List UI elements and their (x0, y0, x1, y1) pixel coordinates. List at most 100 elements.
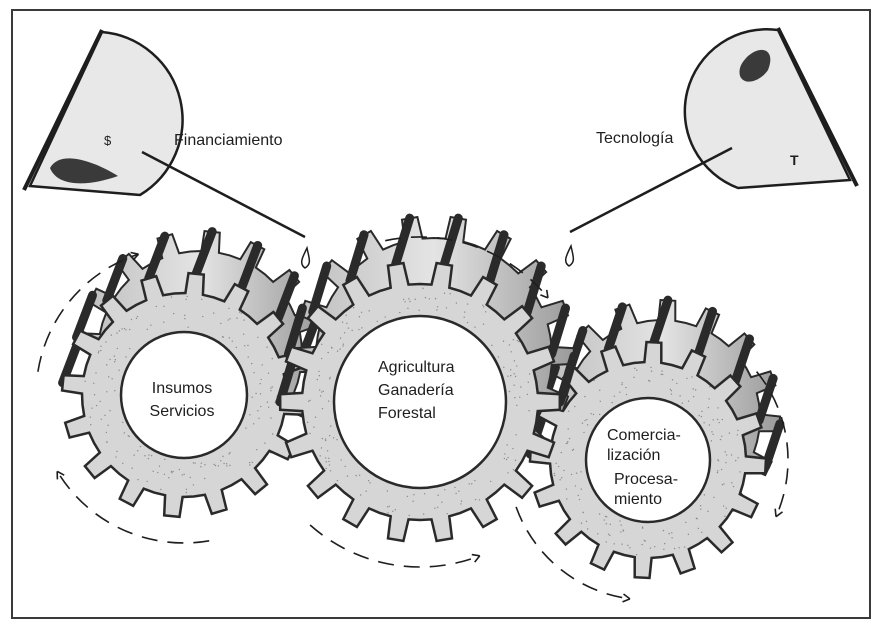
gear-right-texture-dot (606, 516, 607, 517)
gear-center-texture-dot (520, 386, 521, 387)
gear-left-texture-dot (124, 432, 125, 433)
gear-left-texture-dot (129, 348, 130, 349)
gear-center-texture-dot (403, 299, 404, 300)
gear-right-texture-dot (644, 540, 645, 541)
gear-right-texture-dot (623, 530, 624, 531)
gear-right-texture-dot (693, 388, 694, 389)
gear-left-texture-dot (215, 465, 216, 466)
gear-left-texture-dot (194, 462, 195, 463)
gear-center-texture-dot (509, 391, 510, 392)
gear-left-texture-dot (218, 465, 219, 466)
gear-center-texture-dot (309, 400, 310, 401)
gear-left-texture-dot (90, 424, 91, 425)
oil-drop-left (302, 248, 310, 268)
gear-center-texture-dot (320, 455, 321, 456)
gear-right-texture-dot (711, 431, 712, 432)
gear-left-texture-dot (251, 396, 252, 397)
gear-right-texture-dot (569, 438, 570, 439)
gear-center-texture-dot (307, 422, 308, 423)
gear-center-texture-dot (409, 301, 410, 302)
gear-center-texture-dot (507, 375, 508, 376)
gear-right-texture-dot (621, 524, 622, 525)
gear-center-texture-dot (519, 396, 520, 397)
gear-center-texture-dot (490, 481, 491, 482)
gear-left-texture-dot (272, 433, 273, 434)
gear-left-texture-dot (270, 390, 271, 391)
gear-left-texture-dot (257, 337, 258, 338)
gear-right-texture-dot (737, 434, 738, 435)
gear-left-texture-dot (100, 401, 101, 402)
gear-right-texture-dot (699, 415, 700, 416)
gear-center-texture-dot (399, 312, 400, 313)
gear-center-texture-dot (475, 499, 476, 500)
gear-right-texture-dot (688, 534, 689, 535)
gear-center-texture-dot (330, 425, 331, 426)
gear-center-texture-dot (387, 512, 388, 513)
gear-left-texture-dot (121, 328, 122, 329)
gear-right-texture-dot (584, 396, 585, 397)
gear-left-texture-dot (105, 341, 106, 342)
gear-right-texture-dot (586, 419, 587, 420)
oilcan-right-mark: T (790, 152, 799, 168)
gear-right-texture-dot (721, 436, 722, 437)
gear-center-texture-dot (325, 438, 326, 439)
gear-left-texture-dot (229, 318, 230, 319)
gear-center-texture-dot (329, 464, 330, 465)
label-tecnologia: Tecnología (596, 130, 673, 147)
arrow-center-bottom-head (472, 555, 480, 563)
gear-center-texture-dot (340, 459, 341, 460)
gear-right-texture-dot (626, 394, 627, 395)
gear-center-texture-dot (437, 507, 438, 508)
gear-left-texture-dot (144, 455, 145, 456)
gear-left-texture-dot (114, 390, 115, 391)
gear-center-texture-dot (506, 459, 507, 460)
gear-right-texture-dot (629, 547, 630, 548)
gear-center-texture-dot (474, 326, 475, 327)
gear-left-texture-dot (131, 468, 132, 469)
gear-left-texture-dot (160, 489, 161, 490)
gear-left-texture-dot (96, 405, 97, 406)
gear-right-texture-dot (701, 532, 702, 533)
gear-center-texture-dot (514, 360, 515, 361)
gear-left-texture-dot (202, 316, 203, 317)
gear-right-texture-dot (737, 457, 738, 458)
gear-right-texture-dot (578, 495, 579, 496)
gear-center-texture-dot (360, 494, 361, 495)
gear-center-texture-dot (340, 337, 341, 338)
gear-left-texture-dot (253, 423, 254, 424)
gear-center-texture-dot (333, 437, 334, 438)
gear-left-texture-dot (101, 419, 102, 420)
gear-right-texture-dot (712, 434, 713, 435)
gear-left-texture-dot (159, 465, 160, 466)
gear-center-texture-dot (516, 405, 517, 406)
gear-right-texture-dot (686, 378, 687, 379)
gear-center-texture-dot (369, 482, 370, 483)
gear-center-texture-dot (328, 461, 329, 462)
gear-left-texture-dot (98, 352, 99, 353)
gear-center-texture-dot (321, 447, 322, 448)
gear-left-texture-dot (114, 361, 115, 362)
gear-center-texture-dot (513, 339, 514, 340)
gear-right-texture-dot (574, 406, 575, 407)
gear-center-texture-dot (507, 457, 508, 458)
gear-right-texture-dot (722, 484, 723, 485)
gear-right-texture-dot (641, 544, 642, 545)
gear-center-texture-dot (491, 345, 492, 346)
gear-center-texture-dot (434, 507, 435, 508)
gear-right-texture-dot (695, 389, 696, 390)
gear-center-texture-dot (315, 417, 316, 418)
gear-left-texture-dot (266, 346, 267, 347)
gear-left-texture-dot (164, 459, 165, 460)
gear-left-texture-dot (117, 348, 118, 349)
gear-left-texture-dot (220, 460, 221, 461)
gear-center-texture-dot (328, 458, 329, 459)
gear-left-texture-dot (232, 340, 233, 341)
gear-center-texture-dot (339, 348, 340, 349)
gear-right-texture-dot (661, 374, 662, 375)
gear-left-texture-dot (260, 406, 261, 407)
gear-left-texture-dot (152, 471, 153, 472)
gear-right-texture-dot (610, 524, 611, 525)
gear-right-texture-dot (583, 432, 584, 433)
gear-left-texture-dot (163, 321, 164, 322)
